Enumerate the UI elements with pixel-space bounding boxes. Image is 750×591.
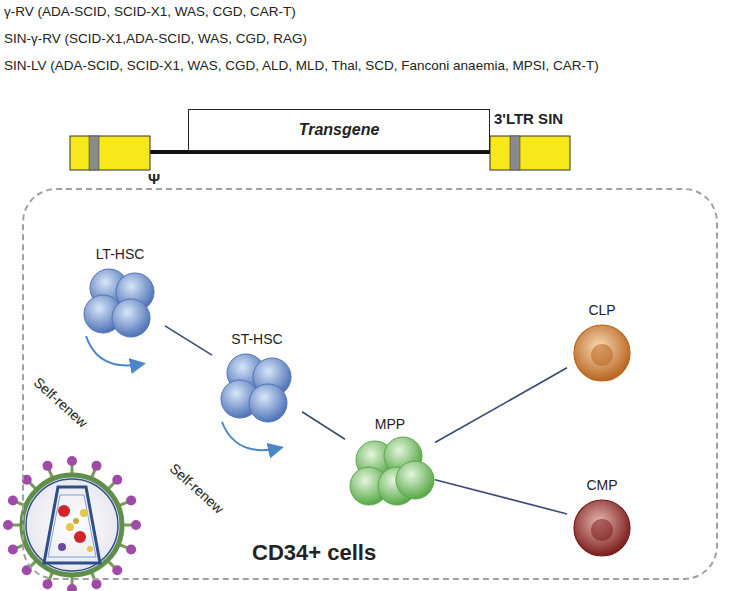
virus-spike <box>67 584 77 591</box>
vector-illustration <box>0 0 750 200</box>
cell-name: LT-HSC <box>75 246 165 266</box>
progenitor-cluster <box>345 436 435 510</box>
self-renew-label: Self-renew <box>167 460 227 517</box>
vector-type-label: γ-RV (ADA-SCID, SCID-X1, WAS, CGD, CAR-T… <box>4 4 296 19</box>
transgene-box: Transgene <box>188 109 490 151</box>
vector-type-label: SIN-LV (ADA-SCID, SCID-X1, WAS, CGD, ALD… <box>4 58 599 73</box>
cell-population-region: CD34+ cells LT-HSC ST-HSC MPP CLP CMP <box>22 188 718 580</box>
virus-spike <box>67 456 77 466</box>
cell-node: CMP <box>567 477 637 559</box>
cell-node: CLP <box>567 302 637 384</box>
lineage-connector <box>302 412 345 439</box>
cell <box>112 299 150 337</box>
virus-spike <box>131 520 141 530</box>
transgene-label: Transgene <box>299 121 380 139</box>
virus-spike <box>3 520 13 530</box>
cell-name: CLP <box>567 302 637 322</box>
virus-spike <box>112 475 122 485</box>
cell-name: CMP <box>567 477 637 497</box>
lineage-connector <box>165 326 212 355</box>
virus-spike <box>91 461 101 471</box>
ltr-label: 3'LTR SIN <box>494 110 563 127</box>
vector-type-label: SIN-γ-RV (SCID-X1,ADA-SCID, WAS, CGD, RA… <box>4 31 307 46</box>
cell-node: ST-HSC <box>212 331 302 425</box>
stem-cell-cluster <box>212 351 302 425</box>
cell <box>396 461 434 499</box>
lineage-connector <box>435 368 567 443</box>
virus-spike <box>8 496 18 506</box>
virus-spike <box>126 496 136 506</box>
stem-cell-cluster <box>75 266 165 340</box>
virus-spike <box>43 461 53 471</box>
virus-spike <box>91 579 101 589</box>
cell-name: ST-HSC <box>212 331 302 351</box>
cell-node: MPP <box>345 416 435 510</box>
virus-spike <box>22 565 32 575</box>
virus-spike <box>43 579 53 589</box>
region-title: CD34+ cells <box>252 540 376 566</box>
virus-spike <box>112 565 122 575</box>
self-renew-label: Self-renew <box>31 374 91 431</box>
virus-spike <box>8 544 18 554</box>
progenitor-cell <box>567 497 637 559</box>
progenitor-cell <box>567 322 637 384</box>
virus-spike <box>126 544 136 554</box>
cell-name: MPP <box>345 416 435 436</box>
cell <box>249 384 287 422</box>
cell-node: LT-HSC <box>75 246 165 340</box>
lineage-connector <box>435 480 567 514</box>
psi-label: Ψ <box>148 170 160 187</box>
